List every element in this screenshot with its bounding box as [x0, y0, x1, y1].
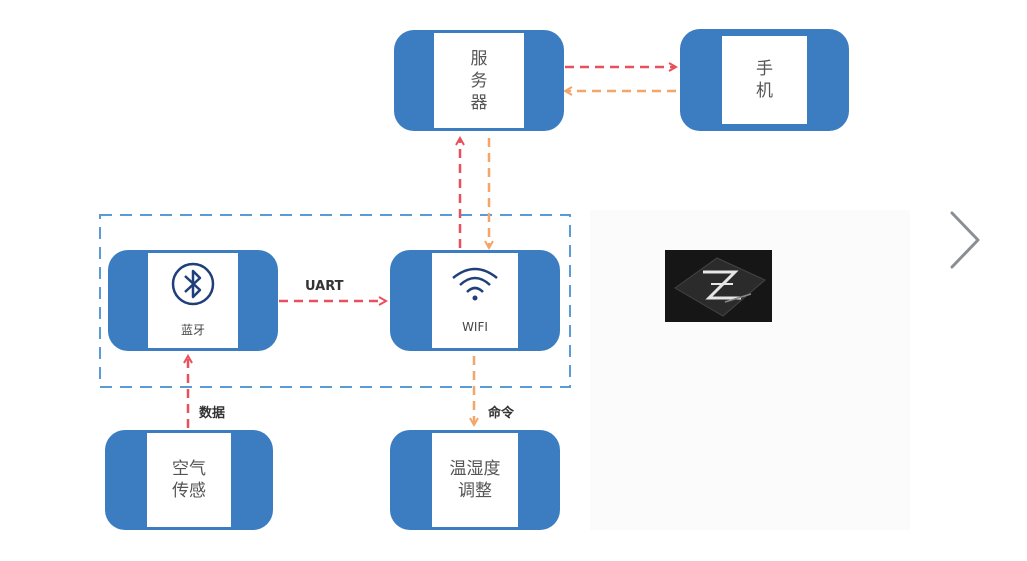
air-sensor-label-2: 传感 — [172, 481, 206, 501]
air-sensor-node-body: 空气 传感 — [147, 433, 231, 527]
phone-label-1: 手 — [756, 59, 773, 79]
air-sensor-node: 空气 传感 — [105, 430, 273, 530]
phone-node: 手 机 — [680, 29, 849, 131]
server-label-2: 务 — [470, 70, 488, 91]
next-slide-button[interactable] — [940, 205, 990, 275]
chip-logo — [665, 250, 772, 322]
bluetooth-node-body: 蓝牙 — [148, 253, 238, 348]
bluetooth-icon — [170, 261, 216, 313]
bluetooth-label: 蓝牙 — [180, 322, 205, 337]
wifi-icon — [449, 264, 501, 310]
phone-label-2: 机 — [756, 81, 773, 101]
server-node-body: 服 务 器 — [434, 33, 524, 128]
command-label: 命令 — [488, 406, 515, 421]
wifi-label: WIFI — [462, 319, 488, 334]
wifi-node: WIFI — [390, 250, 560, 351]
uart-label: UART — [305, 279, 344, 294]
humidity-label-1: 温湿度 — [449, 459, 501, 479]
humidity-node: 温湿度 调整 — [390, 430, 560, 530]
wifi-node-body: WIFI — [432, 253, 518, 348]
data-label: 数据 — [199, 406, 226, 421]
chevron-right-icon — [950, 211, 980, 269]
humidity-label-2: 调整 — [458, 481, 492, 501]
phone-node-body: 手 机 — [722, 36, 807, 124]
bluetooth-node: 蓝牙 — [108, 250, 278, 351]
humidity-node-body: 温湿度 调整 — [432, 433, 518, 527]
server-label-3: 器 — [470, 92, 488, 113]
server-label-1: 服 — [470, 48, 488, 69]
server-node: 服 务 器 — [394, 30, 564, 131]
air-sensor-label-1: 空气 — [172, 459, 206, 479]
